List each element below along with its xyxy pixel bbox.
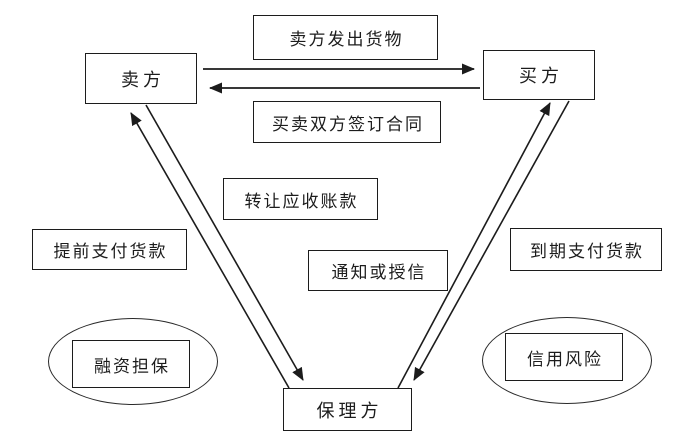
node-buyer-label: 买方	[519, 66, 563, 87]
label-transfer-receivables-text: 转让应收账款	[244, 191, 359, 212]
label-notify-or-credit-text: 通知或授信	[331, 263, 427, 283]
annotation-financing-guarantee: 融资担保	[72, 340, 190, 388]
label-early-payment: 提前支付货款	[32, 229, 187, 270]
label-early-payment-text: 提前支付货款	[53, 242, 168, 262]
arrow-factor-to-seller	[130, 112, 290, 389]
node-factor-label: 保理方	[316, 400, 383, 422]
arrow-factor-to-buyer	[397, 102, 551, 389]
label-notify-or-credit: 通知或授信	[308, 250, 448, 291]
label-sign-contract: 买卖双方签订合同	[253, 101, 441, 143]
label-ship-goods: 卖方发出货物	[253, 15, 438, 60]
node-seller-label: 卖方	[121, 69, 165, 91]
label-sign-contract-text: 买卖双方签订合同	[272, 114, 424, 135]
node-factor: 保理方	[283, 388, 412, 431]
label-due-payment: 到期支付货款	[510, 228, 662, 271]
arrow-buyer-to-factor	[413, 100, 570, 381]
label-ship-goods-text: 卖方发出货物	[289, 30, 404, 50]
node-buyer: 买方	[483, 50, 595, 100]
node-seller: 卖方	[85, 53, 197, 104]
annotation-credit-risk-text: 信用风险	[527, 349, 603, 370]
arrow-seller-to-factor	[145, 104, 304, 381]
label-transfer-receivables: 转让应收账款	[223, 178, 378, 220]
annotation-credit-risk: 信用风险	[505, 333, 623, 381]
annotation-financing-guarantee-text: 融资担保	[94, 356, 170, 377]
label-due-payment-text: 到期支付货款	[530, 242, 644, 262]
